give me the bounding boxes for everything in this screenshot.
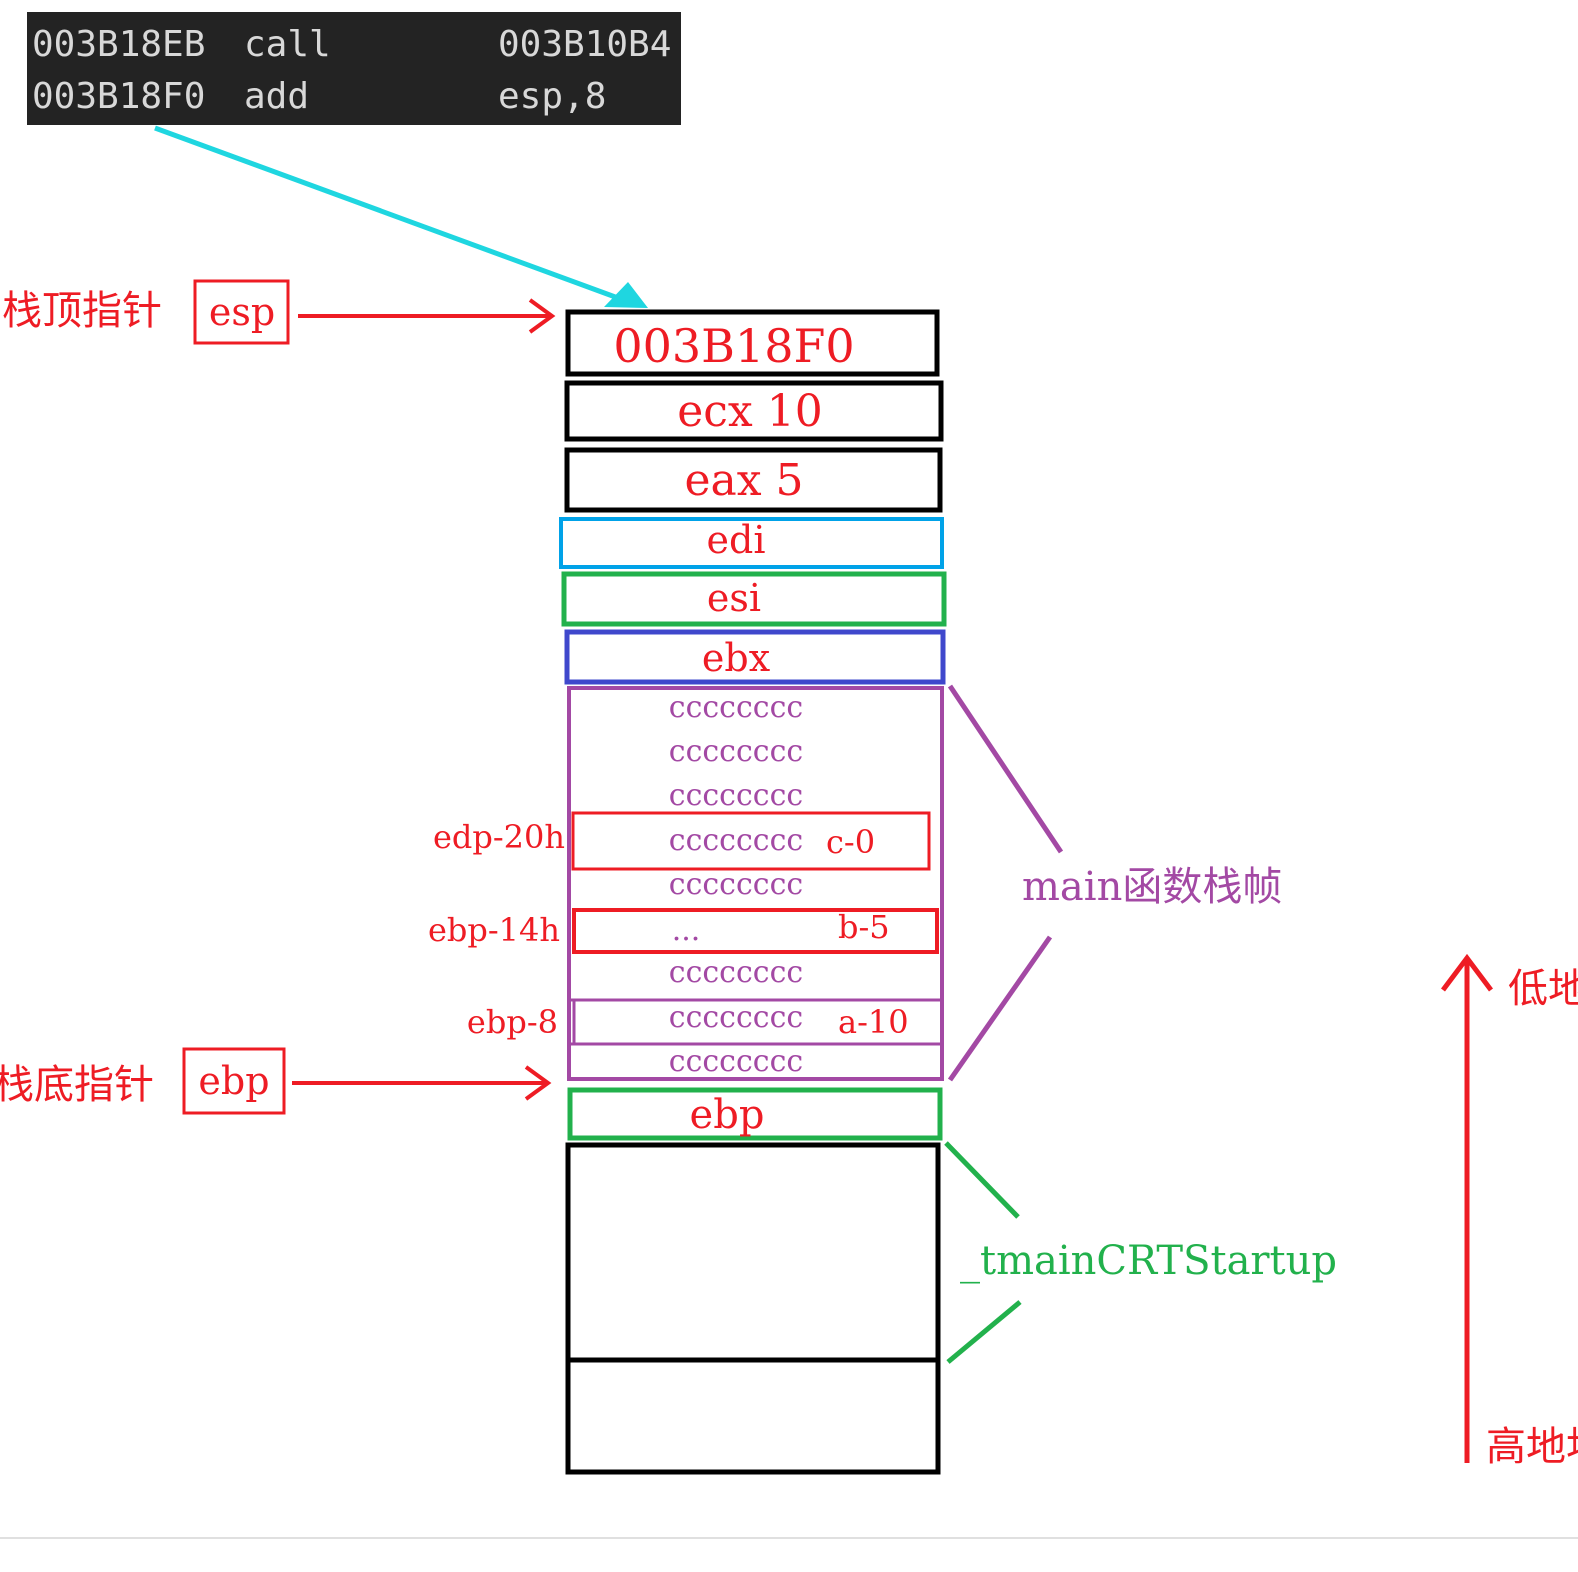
main-frame: cccccccc cccccccc cccccccc cccccccc c-0 … [428,684,1282,1082]
saved-ebp-slot [567,1087,943,1141]
stack-top-slots: 003B18F0 ecx 10 eax 5 edi esi ebx [559,309,947,685]
eax-value: eax 5 [684,455,803,506]
esp-pointer-label: 栈顶指针 [2,288,162,334]
ebx-value: ebx [702,636,770,680]
asm-background [27,12,681,125]
ecx-slot [564,380,944,442]
ebp-pointer-label: 栈底指针 [0,1062,154,1108]
fill-row-8: cccccccc [669,1044,803,1079]
edi-value: edi [707,518,766,562]
esp-pointer: 栈顶指针 esp [2,279,556,345]
offset-b-label: ebp-14h [428,911,560,949]
ecx-value: ecx 10 [677,386,822,437]
saved-ebp-value: ebp [690,1092,765,1138]
return-address-slot [565,309,940,377]
caller-slot-1 [565,1142,941,1363]
return-address-value: 003B18F0 [613,319,854,373]
var-b-value: b-5 [838,908,890,946]
high-address-label: 高地址 [1486,1424,1578,1470]
asm-row2-opcode: add [244,76,309,117]
offset-c-label: edp-20h [433,818,565,856]
var-c-slot [571,811,931,871]
fill-row-4: cccccccc [669,823,803,858]
return-arrow-head [604,282,648,308]
caller-frame-label: _tmainCRTStartup [960,1238,1337,1284]
asm-row2-operand: esp,8 [498,76,606,117]
ebp-register-label: ebp [198,1059,269,1103]
main-frame-box [567,686,944,1081]
ebp-arrow-head [524,1065,552,1101]
var-c-value: c-0 [826,823,875,861]
main-brace-lower [947,935,1053,1082]
var-b-slot [572,908,939,954]
asm-row1-operand: 003B10B4 [498,24,671,65]
fill-row-7: cccccccc [669,1000,803,1035]
ebx-slot [564,629,946,685]
fill-row-5: cccccccc [669,867,803,902]
asm-panel: 003B18EB call 003B10B4 003B18F0 add esp,… [27,12,681,125]
esp-arrow-head [528,298,556,334]
direction-arrow-head [1441,953,1493,992]
fill-row-2: cccccccc [669,734,803,769]
address-direction: 低地址 高地址 [1441,953,1578,1470]
eax-slot [564,447,943,513]
fill-row-1: cccccccc [669,690,803,725]
ebp-register-box [182,1047,286,1115]
ebp-pointer: 栈底指针 ebp [0,1047,552,1115]
asm-row2-address: 003B18F0 [32,76,205,117]
esi-value: esi [707,576,761,620]
offset-a-label: ebp-8 [467,1003,558,1041]
caller-slot-2 [565,1357,941,1475]
esi-slot [561,571,947,627]
main-brace-upper [947,684,1064,854]
caller-brace-lower [946,1300,1022,1364]
fill-row-6: cccccccc [669,955,803,990]
asm-row1-opcode: call [244,24,331,65]
return-address-arrow [154,125,648,308]
return-arrow-shaft [154,125,619,301]
caller-frame: ebp _tmainCRTStartup [565,1087,1337,1475]
main-frame-label: main函数栈帧 [1022,864,1282,910]
low-address-label: 低地址 [1508,966,1578,1012]
esp-register-box [193,279,290,345]
ellipsis-row: ... [672,913,701,948]
var-a-value: a-10 [838,1003,909,1041]
fill-row-3: cccccccc [669,778,803,813]
caller-brace-upper [944,1141,1020,1219]
edi-slot [559,517,944,569]
esp-register-label: esp [209,290,275,334]
asm-row1-address: 003B18EB [32,24,205,65]
